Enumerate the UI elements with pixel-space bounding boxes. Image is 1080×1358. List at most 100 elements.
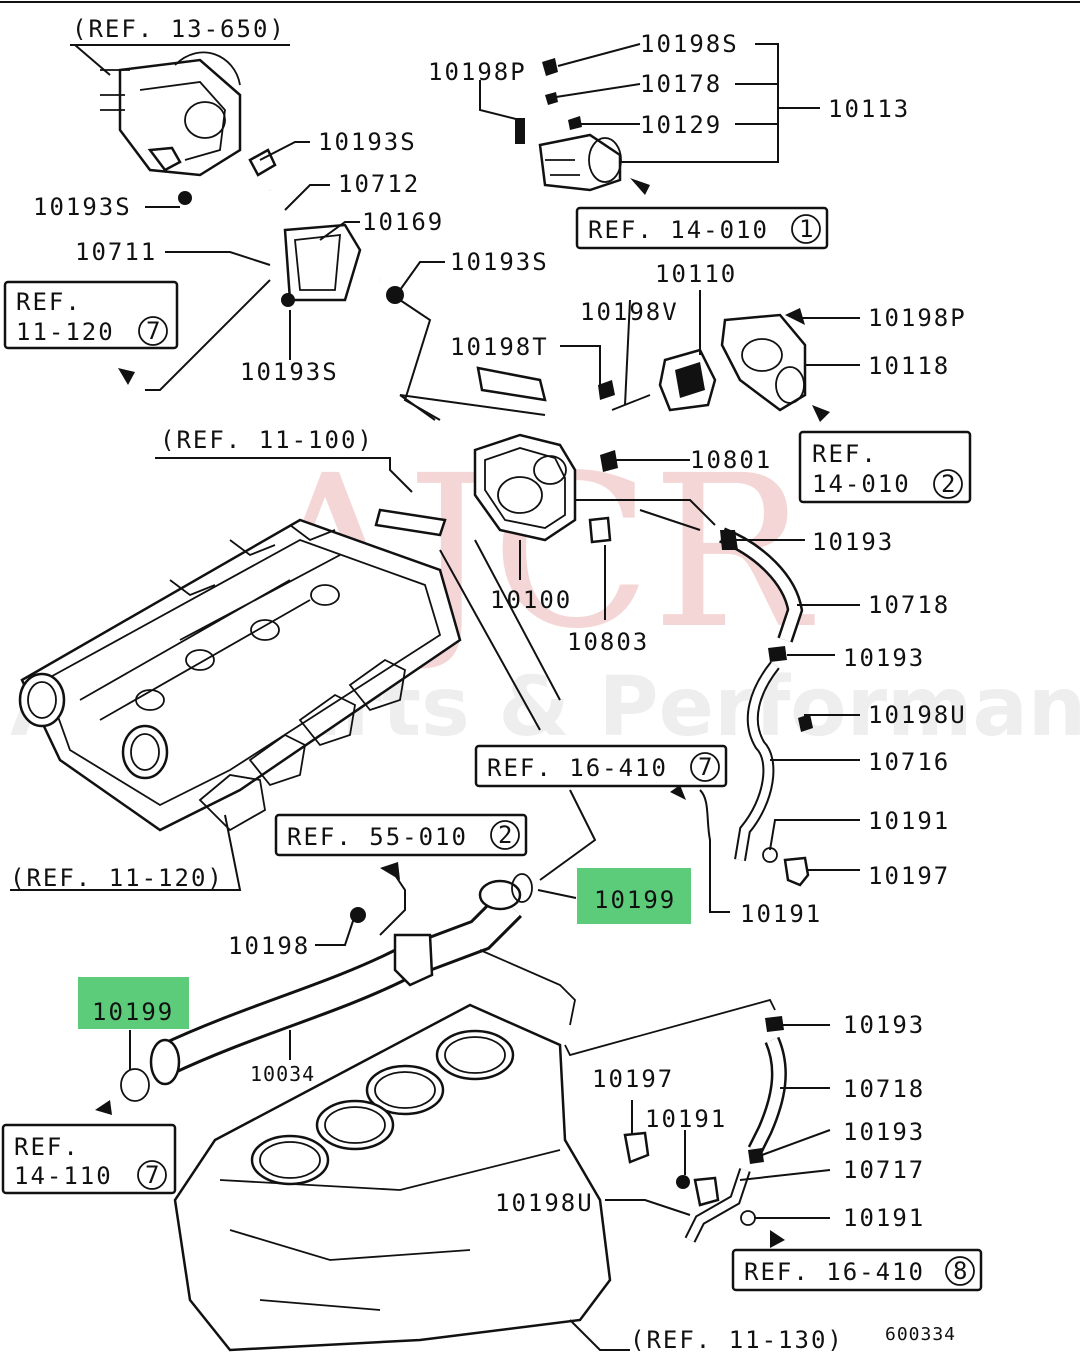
part-10193-d: 10193	[843, 1118, 925, 1146]
ref-14-010-1-circle	[791, 214, 821, 244]
part-10100: 10100	[490, 586, 572, 614]
ref-14-010-2-label-b: 14-010	[812, 470, 911, 498]
ref-14-010-2-number: 2	[941, 470, 957, 498]
part-10193s-b: 10193S	[33, 193, 132, 221]
ref-11-120-top-label-a: REF.	[16, 288, 82, 316]
figure-code: 600334	[885, 1324, 956, 1345]
leader-center-down	[439, 539, 561, 731]
ref-box-55-010	[274, 813, 528, 857]
water-outlet-assembly	[515, 58, 622, 192]
leader-10198u-a	[804, 714, 860, 725]
leader-11-100	[155, 457, 413, 493]
leader-10191-b	[699, 789, 730, 913]
ref-box-14-010-1	[575, 206, 829, 250]
part-10718-b: 10718	[843, 1075, 925, 1103]
part-10712: 10712	[338, 170, 420, 198]
ref-box-16-410-7	[474, 744, 728, 788]
leader-13-650-b	[74, 44, 111, 76]
ref-16-410-8-number: 8	[953, 1257, 969, 1285]
arrow-14-110	[95, 1100, 112, 1115]
part-10198s: 10198S	[640, 30, 739, 58]
leader-55-010	[379, 874, 406, 936]
cylinder-head	[18, 518, 462, 832]
highlight-10199-right	[577, 868, 691, 924]
part-10716: 10716	[868, 748, 950, 776]
part-10718-a: 10718	[868, 591, 950, 619]
ref-11-130: (REF. 11-130)	[630, 1326, 844, 1354]
ref-11-120-top-label-b: 11-120	[16, 318, 115, 346]
engine-block	[173, 998, 776, 1352]
part-10193-a: 10193	[812, 528, 894, 556]
part-10198: 10198	[228, 932, 310, 960]
water-pipe-lower	[120, 873, 576, 1102]
part-10717: 10717	[843, 1156, 925, 1184]
part-10118: 10118	[868, 352, 950, 380]
leader-10199-right	[537, 789, 597, 899]
ref-11-100: (REF. 11-100)	[160, 426, 374, 454]
leader-10801	[575, 459, 716, 526]
leader-10711	[165, 251, 271, 266]
part-10199-right: 10199	[594, 886, 676, 914]
ref-16-410-8-circle	[945, 1256, 975, 1286]
arrow-14-010-1	[630, 178, 650, 195]
ref-16-410-7-number: 7	[698, 753, 714, 781]
part-10193s-d: 10193S	[240, 358, 339, 386]
part-10193s-c: 10193S	[450, 248, 549, 276]
arrow-11-120-top	[118, 368, 135, 385]
part-10129: 10129	[640, 111, 722, 139]
part-10198t: 10198T	[450, 333, 549, 361]
leader-top-right	[555, 43, 641, 125]
part-10803: 10803	[567, 628, 649, 656]
leader-10191-a	[769, 819, 860, 851]
hoses-right	[718, 527, 813, 887]
part-10193-b: 10193	[843, 644, 925, 672]
part-10801: 10801	[690, 446, 772, 474]
part-10197-b: 10197	[592, 1065, 674, 1093]
part-10198u-a: 10198U	[868, 701, 967, 729]
part-10178: 10178	[640, 70, 722, 98]
ref-14-110-number: 7	[145, 1161, 161, 1189]
leader-10193s-c	[399, 261, 445, 421]
part-10711: 10711	[75, 238, 157, 266]
leader-10198p-10118	[800, 317, 860, 366]
part-10198v: 10198V	[580, 298, 679, 326]
part-10113: 10113	[828, 95, 910, 123]
leader-11-130	[569, 1319, 630, 1351]
ref-11-120-top-circle	[138, 316, 168, 346]
part-10191-a: 10191	[868, 807, 950, 835]
ref-16-410-7-label: REF. 16-410	[487, 754, 668, 782]
ref-14-010-2-label-a: REF.	[812, 440, 878, 468]
ref-55-010-number: 2	[498, 821, 514, 849]
ref-14-110-label-a: REF.	[14, 1133, 80, 1161]
leader-10717	[739, 1169, 831, 1181]
ref-14-010-1-number: 1	[799, 215, 815, 243]
leader-gasket-top	[399, 394, 546, 421]
hoses-lower-right	[623, 1016, 787, 1243]
highlight-10199-left	[78, 977, 189, 1029]
ref-14-110-label-b: 14-110	[14, 1162, 113, 1190]
leader-11-120-bottom	[10, 814, 242, 891]
ref-13-650: (REF. 13-650)	[72, 15, 286, 43]
ref-14-010-2-circle	[933, 469, 963, 499]
leader-10198	[315, 914, 356, 946]
leader-10712	[284, 184, 330, 211]
part-10193s-a: 10193S	[318, 128, 417, 156]
ref-16-410-7-circle	[690, 752, 720, 782]
part-10197-a: 10197	[868, 862, 950, 890]
ref-11-120-bottom: (REF. 11-120)	[10, 864, 224, 892]
part-10198u-b: 10198U	[495, 1189, 594, 1217]
part-10193-c: 10193	[843, 1011, 925, 1039]
bracket-10113	[620, 43, 820, 163]
part-10199-left: 10199	[92, 998, 174, 1026]
ref-55-010-circle	[490, 820, 520, 850]
ref-16-410-8-label: REF. 16-410	[744, 1258, 925, 1286]
arrow-16-410-7	[670, 785, 686, 800]
part-10191-b: 10191	[740, 900, 822, 928]
part-10198p-top: 10198P	[428, 58, 527, 86]
leader-10169	[319, 221, 360, 241]
leader-10193-d	[761, 1129, 831, 1156]
arrow-14-010-2	[812, 405, 830, 422]
leader-10193-to-pipe	[639, 509, 701, 531]
leader-11-120-top	[145, 279, 271, 391]
